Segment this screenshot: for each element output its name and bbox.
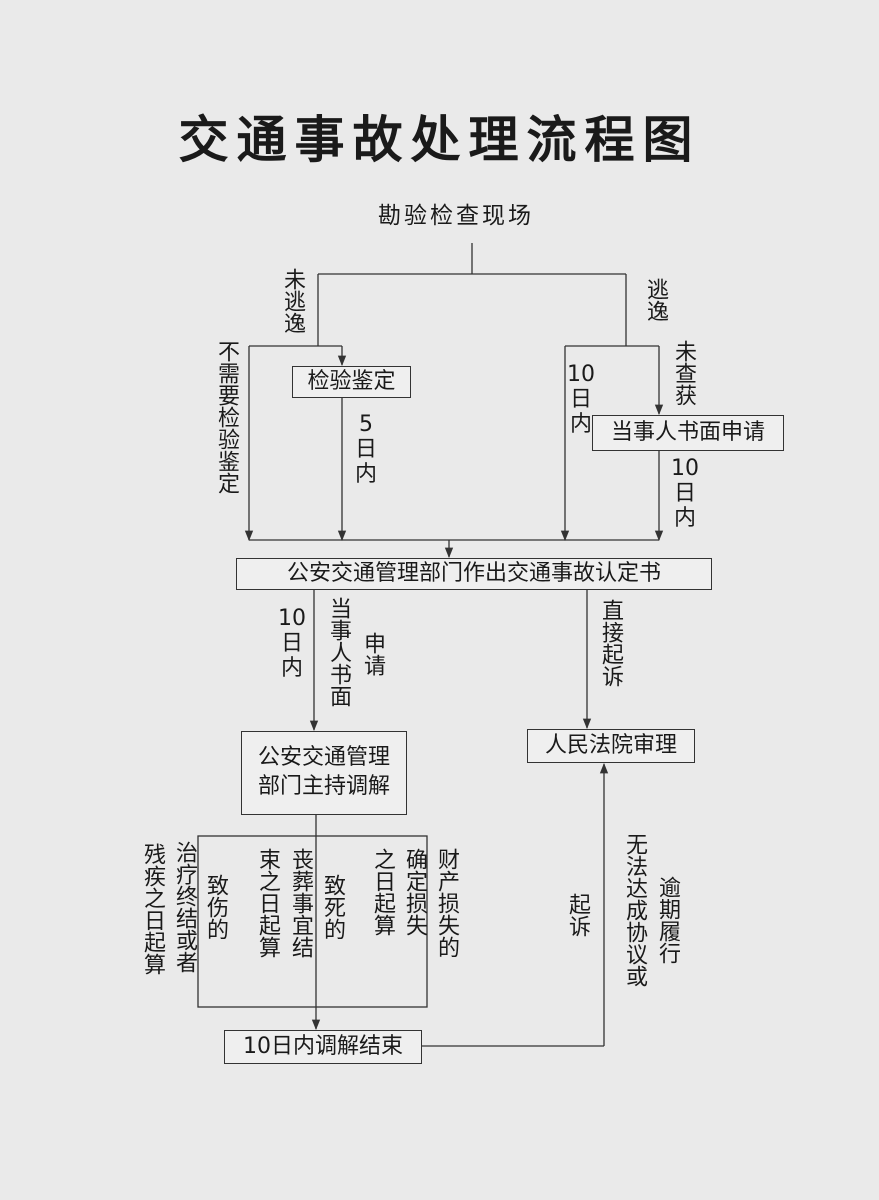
node-court-label: 人民法院审理: [544, 732, 677, 758]
label-escaped: 逃逸: [643, 278, 668, 322]
label-apply: 申请: [360, 632, 385, 676]
node-mediation-line1: 公安交通管理: [257, 745, 390, 771]
node-determination-label: 公安交通管理部门作出交通事故认定书: [286, 560, 661, 586]
label-ten-days-apply: 10日内: [277, 606, 307, 681]
condition-injury-col3: 致伤的: [203, 874, 228, 940]
node-mediation-line2: 部门主持调解: [257, 774, 390, 799]
label-not-caught: 未查获: [671, 340, 696, 406]
label-ten-days-left-text: 10日内: [567, 362, 595, 437]
node-mediation: 公安交通管理 部门主持调解: [241, 731, 407, 815]
label-ten-days-apply-text: 10日内: [278, 606, 306, 681]
node-mediation-end-label: 10日内调解结束: [243, 1033, 403, 1059]
condition-injury-col2: 治疗终结或者: [172, 841, 197, 973]
condition-death-col2: 丧葬事宜结: [288, 848, 313, 958]
condition-property-col1: 之日起算: [370, 848, 395, 936]
label-no-agreement: 无法达成协议或: [622, 833, 647, 987]
label-five-days: 5日内: [355, 412, 377, 487]
condition-property-col2: 确定损失: [402, 848, 427, 936]
label-five-days-text: 5日内: [355, 412, 378, 487]
node-mediation-end: 10日内调解结束: [224, 1030, 422, 1064]
node-inspection-label: 检验鉴定: [307, 368, 396, 394]
label-not-escaped: 未逃逸: [280, 268, 305, 334]
condition-death-col3: 致死的: [320, 874, 345, 940]
label-sue: 起诉: [565, 893, 590, 937]
condition-injury-col1: 残疾之日起算: [140, 843, 165, 975]
node-determination: 公安交通管理部门作出交通事故认定书: [236, 558, 712, 590]
page-title: 交通事故处理流程图: [178, 110, 701, 169]
label-no-inspection-needed: 不需要检验鉴定: [214, 340, 239, 494]
label-ten-days-left: 10日内: [566, 362, 596, 437]
node-party-application-label: 当事人书面申请: [610, 419, 765, 445]
label-direct-sue: 直接起诉: [598, 599, 623, 687]
label-ten-days-right-text: 10日内: [671, 456, 699, 531]
condition-death-col1: 束之日起算: [255, 848, 280, 958]
node-inspection: 检验鉴定: [292, 366, 411, 398]
node-party-application: 当事人书面申请: [592, 415, 784, 451]
node-survey: 勘验检查现场: [378, 203, 534, 229]
condition-property-col3: 财产损失的: [434, 848, 459, 958]
node-court: 人民法院审理: [527, 729, 695, 763]
label-overdue: 逾期履行: [655, 876, 680, 964]
label-ten-days-right: 10日内: [670, 456, 700, 531]
label-party-book: 当事人书面: [326, 597, 351, 707]
